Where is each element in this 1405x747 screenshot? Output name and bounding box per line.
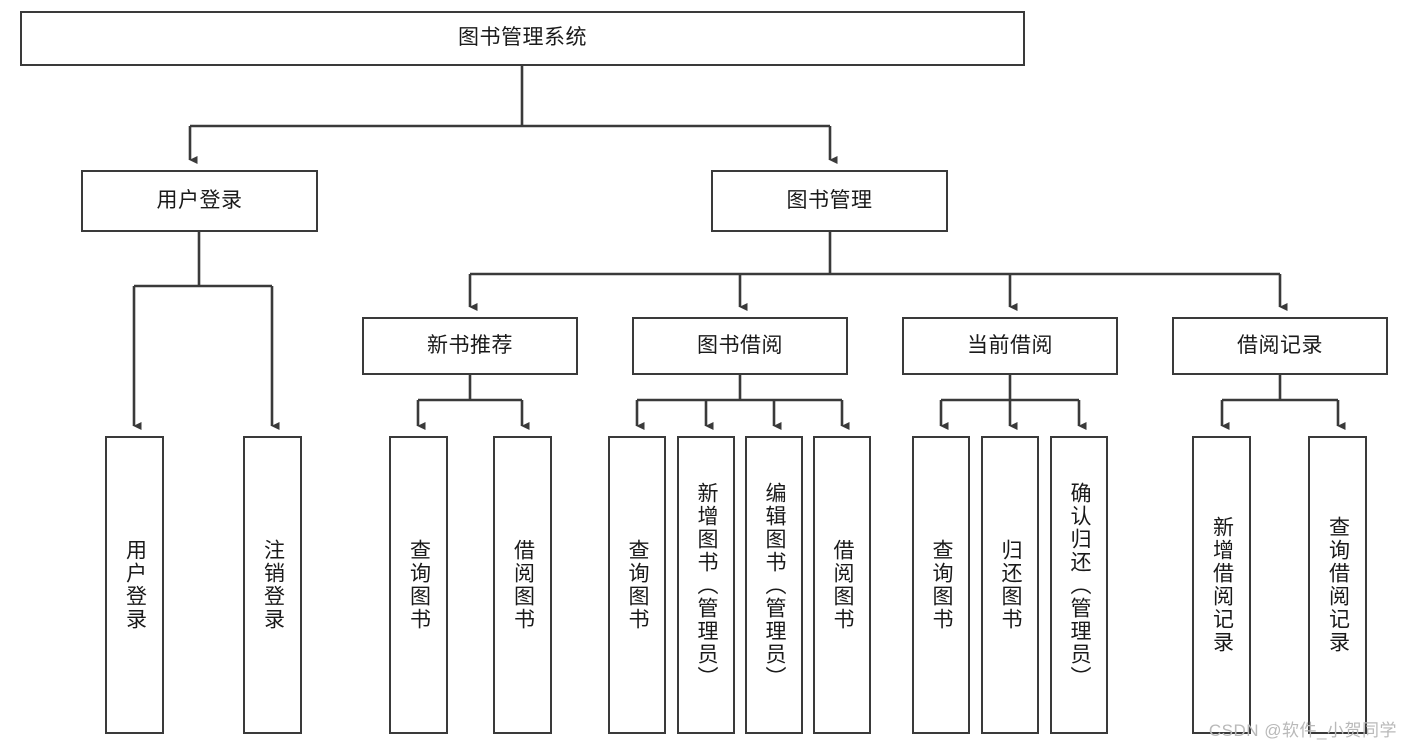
- node-current-borrow[interactable]: 当前借阅: [902, 317, 1118, 375]
- node-label: 新增借阅记录: [1210, 516, 1234, 654]
- node-user-login[interactable]: 用户登录: [81, 170, 318, 232]
- node-label: 确认归还（管理员）: [1068, 481, 1092, 689]
- node-label: 查询图书: [407, 539, 431, 631]
- node-leaf-add-borrow-record[interactable]: 新增借阅记录: [1192, 436, 1251, 734]
- node-book-borrow[interactable]: 图书借阅: [632, 317, 848, 375]
- node-leaf-query-book-current[interactable]: 查询图书: [912, 436, 970, 734]
- node-label: 查询借阅记录: [1326, 516, 1350, 654]
- node-label: 用户登录: [123, 539, 147, 631]
- node-book-management[interactable]: 图书管理: [711, 170, 948, 232]
- node-label: 注销登录: [261, 539, 285, 631]
- node-label: 借阅记录: [1237, 333, 1323, 357]
- node-label: 新增图书（管理员）: [695, 481, 719, 689]
- node-label: 图书管理系统: [458, 26, 587, 50]
- node-leaf-query-book-borrow[interactable]: 查询图书: [608, 436, 666, 734]
- node-label: 归还图书: [999, 539, 1023, 631]
- node-leaf-query-borrow-record[interactable]: 查询借阅记录: [1308, 436, 1367, 734]
- node-label: 用户登录: [156, 188, 243, 212]
- node-root-system[interactable]: 图书管理系统: [20, 11, 1025, 66]
- node-leaf-borrow-book[interactable]: 借阅图书: [813, 436, 871, 734]
- node-label: 新书推荐: [427, 333, 513, 357]
- node-label: 图书借阅: [697, 333, 783, 357]
- node-leaf-borrow-book-recommend[interactable]: 借阅图书: [493, 436, 552, 734]
- node-leaf-logout[interactable]: 注销登录: [243, 436, 302, 734]
- node-label: 查询图书: [930, 539, 954, 631]
- node-new-book-recommend[interactable]: 新书推荐: [362, 317, 578, 375]
- csdn-watermark: CSDN @软件_小贺同学: [1208, 721, 1397, 740]
- node-leaf-add-book-admin[interactable]: 新增图书（管理员）: [677, 436, 735, 734]
- node-label: 借阅图书: [511, 539, 535, 631]
- node-leaf-query-book-recommend[interactable]: 查询图书: [389, 436, 448, 734]
- node-label: 图书管理: [786, 188, 873, 212]
- node-borrow-record[interactable]: 借阅记录: [1172, 317, 1388, 375]
- node-label: 查询图书: [626, 539, 650, 631]
- node-leaf-confirm-return-admin[interactable]: 确认归还（管理员）: [1050, 436, 1108, 734]
- node-label: 借阅图书: [831, 539, 855, 631]
- node-leaf-edit-book-admin[interactable]: 编辑图书（管理员）: [745, 436, 803, 734]
- node-label: 编辑图书（管理员）: [763, 481, 787, 689]
- node-label: 当前借阅: [967, 333, 1053, 357]
- node-leaf-return-book[interactable]: 归还图书: [981, 436, 1039, 734]
- node-leaf-user-login[interactable]: 用户登录: [105, 436, 164, 734]
